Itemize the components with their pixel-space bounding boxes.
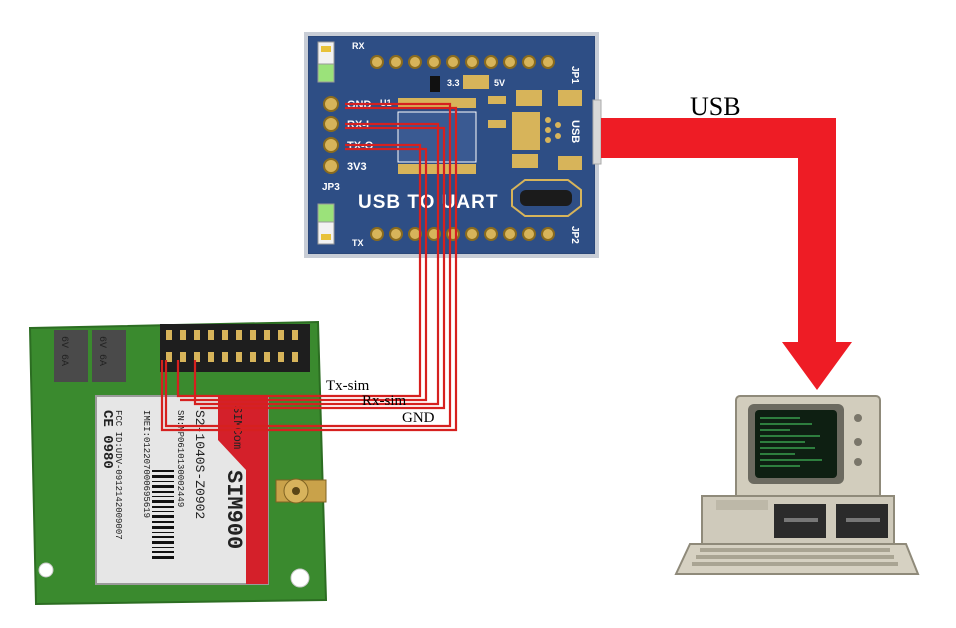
sim900-module: 6V 6A 6V 6A SIM900 S2-1040S-Z0902 SIMCom…: [28, 320, 328, 606]
jp3-header: [323, 96, 339, 174]
sim900-sn: SN:MP0610130002449: [175, 410, 185, 507]
wire-tx-2: [180, 147, 428, 402]
wire-label-rx: Rx-sim: [362, 393, 407, 409]
usb-label: USB: [690, 92, 741, 121]
keyboard-keys: [692, 548, 898, 566]
usb-side-label: USB: [569, 120, 581, 143]
jp3-label: JP3: [322, 182, 340, 193]
monitor-screen-text: [760, 417, 822, 467]
signal-wires: [160, 102, 458, 432]
board-title: USB TO UART: [358, 192, 498, 213]
wire-gnd: [164, 102, 452, 428]
sim900-fcc: FCC ID:UDV-0912142009007: [113, 410, 123, 540]
usb-cable-arrow: [601, 118, 852, 390]
usb-uart-board: JP1 JP2 RX TX GND: [304, 32, 602, 258]
wire-rx: [193, 122, 440, 406]
sim900-imei: IMEI:012207000695619: [141, 410, 151, 518]
wire-gnd-2: [160, 106, 458, 432]
wire-tx: [176, 143, 422, 398]
wire-rx-2: [200, 126, 446, 410]
wire-label-gnd: GND: [402, 410, 435, 426]
sim-header-pins: [166, 330, 298, 362]
jp1-header: [370, 55, 555, 69]
sim900-model: SIM900: [221, 470, 246, 549]
relay-2-label: 6V 6A: [96, 336, 107, 366]
jp2-label: JP2: [569, 226, 580, 244]
desktop-computer: [674, 395, 920, 575]
v5-label: 5V: [494, 78, 505, 88]
sim900-ce: CE 0980: [99, 410, 115, 469]
rx-led-label: RX: [352, 41, 365, 51]
sim900-code: S2-1040S-Z0902: [192, 410, 207, 519]
sim900-brand: SIMCom: [230, 406, 244, 449]
tx-led-label: TX: [352, 238, 364, 248]
sim900-barcode: [152, 470, 174, 559]
v33-label: 3.3: [447, 78, 460, 88]
wire-label-tx: Tx-sim: [326, 378, 370, 394]
jp1-label: JP1: [569, 66, 580, 84]
relay-1-label: 6V 6A: [58, 336, 69, 366]
pin-3v3-label: 3V3: [347, 161, 367, 173]
